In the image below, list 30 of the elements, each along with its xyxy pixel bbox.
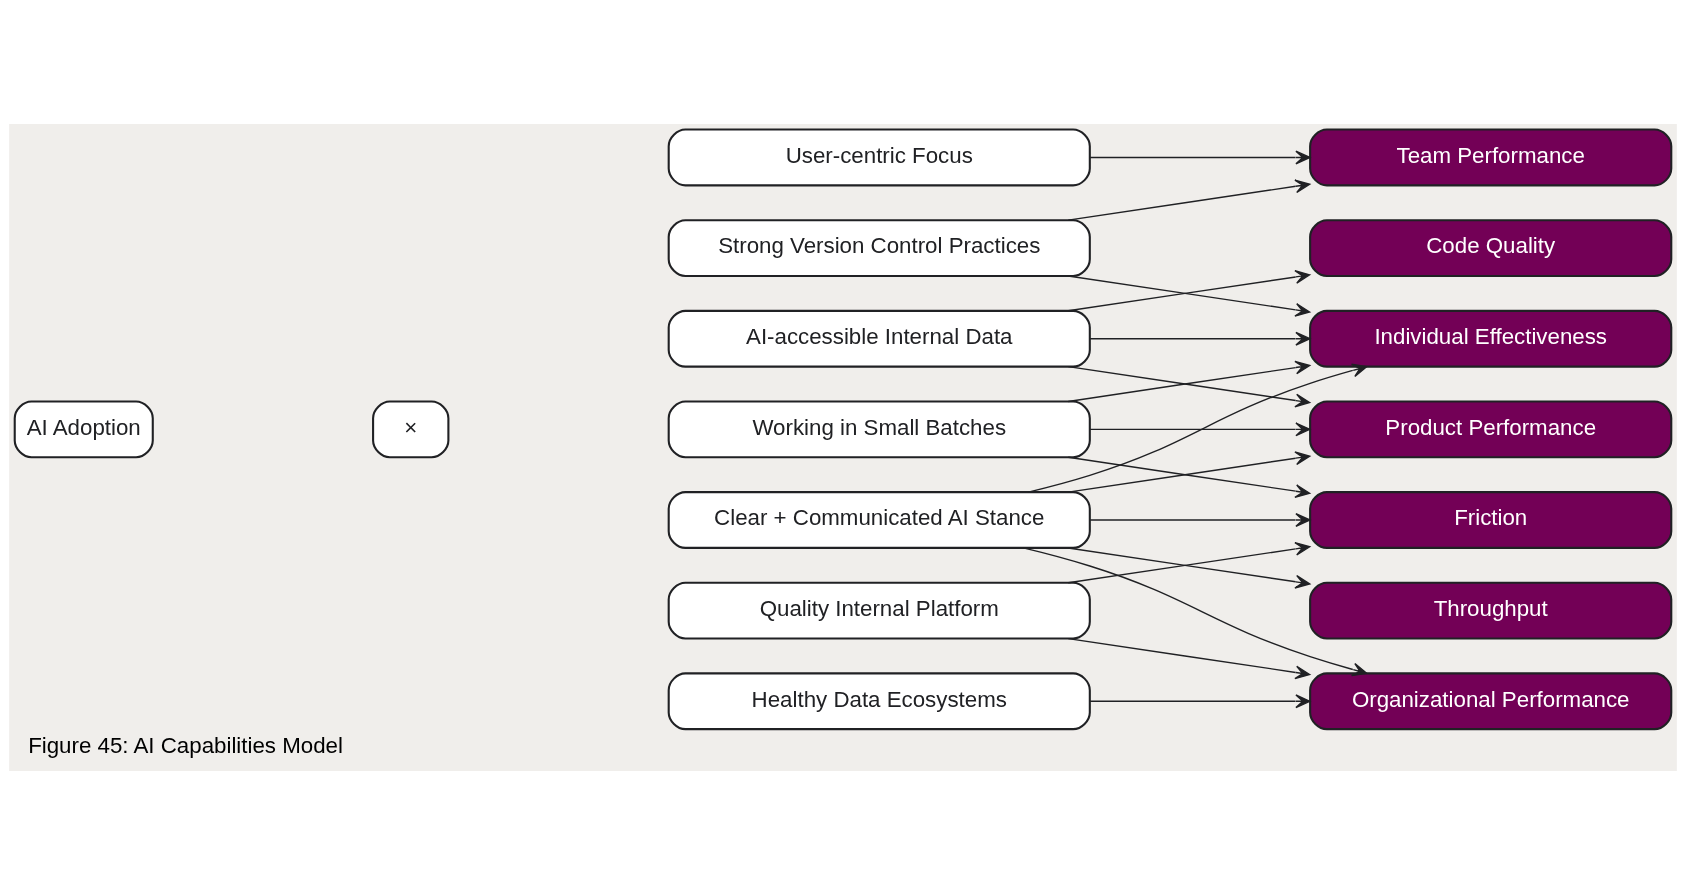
arrow	[1022, 547, 1368, 677]
arrow	[1067, 451, 1311, 493]
node-box: Code Quality	[1309, 219, 1673, 278]
arrow	[1089, 422, 1311, 437]
node-box: ×	[372, 400, 450, 459]
node-box: User-centric Focus	[667, 128, 1091, 187]
node-box: Team Performance	[1309, 128, 1673, 187]
arrow	[1067, 541, 1311, 584]
node-box: Throughput	[1309, 581, 1673, 640]
arrow	[1089, 331, 1311, 346]
node-box: Working in Small Batches	[667, 400, 1091, 459]
arrow	[1089, 513, 1311, 527]
node-box: Individual Effectiveness	[1309, 309, 1673, 368]
arrow	[1067, 179, 1311, 221]
node-box: Organizational Performance	[1309, 672, 1673, 731]
node-box: Healthy Data Ecosystems	[667, 672, 1091, 731]
arrow	[1067, 637, 1311, 680]
arrow	[1089, 150, 1311, 165]
caption: Figure 45: AI Capabilities Model	[28, 732, 343, 758]
node-box: AI-accessible Internal Data	[667, 309, 1091, 368]
node-box: Friction	[1309, 491, 1673, 549]
arrow	[1067, 456, 1311, 499]
node-box: AI Adoption	[13, 400, 154, 459]
arrow	[1027, 363, 1368, 493]
node-box: Product Performance	[1309, 400, 1673, 459]
node-box: Quality Internal Platform	[667, 581, 1091, 640]
arrow	[1067, 547, 1311, 589]
node-box: Strong Version Control Practices	[667, 219, 1091, 278]
node-box: Clear + Communicated AI Stance	[667, 491, 1091, 549]
arrow	[1089, 694, 1311, 709]
